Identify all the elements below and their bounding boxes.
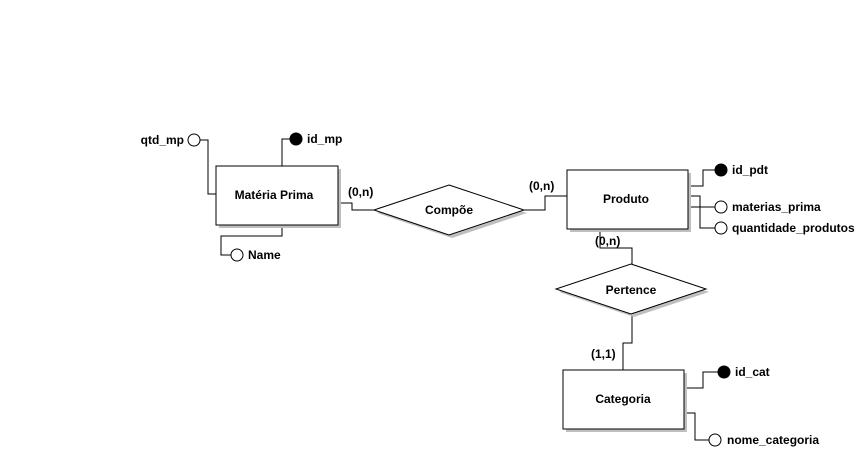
key-attribute-filled-circle-icon <box>714 163 728 177</box>
attribute-id-pdt[interactable]: id_pdt <box>714 163 768 177</box>
cardinality-pertence-produto: (0,n) <box>595 234 620 248</box>
connector-lines <box>200 138 718 441</box>
cardinality-compoe-produto: (0,n) <box>529 179 554 193</box>
attribute-materias-prima-label: materias_prima <box>732 200 821 214</box>
attribute-open-circle-icon <box>230 248 244 262</box>
relationship-pertence-label: Pertence <box>606 283 657 297</box>
attribute-quantidade-produtos[interactable]: quantidade_produtos <box>714 221 855 235</box>
attribute-qtd-mp[interactable]: qtd_mp <box>141 133 201 147</box>
cardinality-compoe-materia: (0,n) <box>348 185 373 199</box>
attribute-open-circle-icon <box>714 221 728 235</box>
attribute-open-circle-icon <box>714 200 728 214</box>
entity-materia-prima[interactable]: Matéria Prima <box>215 165 341 228</box>
entity-categoria[interactable]: Categoria <box>562 369 687 432</box>
attribute-id-pdt-label: id_pdt <box>732 163 768 177</box>
attribute-name-label: Name <box>248 248 281 262</box>
attribute-nome-categoria-label: nome_categoria <box>727 433 819 447</box>
attribute-nome-categoria[interactable]: nome_categoria <box>708 433 819 447</box>
entity-produto-label: Produto <box>603 192 649 206</box>
attribute-open-circle-icon <box>708 433 722 447</box>
attribute-id-cat[interactable]: id_cat <box>717 365 770 379</box>
attribute-id-mp[interactable]: id_mp <box>289 132 342 146</box>
attribute-materias-prima[interactable]: materias_prima <box>714 200 821 214</box>
relationship-pertence[interactable]: Pertence <box>554 263 709 317</box>
relationship-compoe[interactable]: Compõe <box>372 184 527 238</box>
relationship-compoe-label: Compõe <box>425 203 473 217</box>
attribute-id-mp-label: id_mp <box>307 132 342 146</box>
attribute-id-cat-label: id_cat <box>735 365 770 379</box>
attribute-name[interactable]: Name <box>230 248 281 262</box>
attribute-open-circle-icon <box>187 133 201 147</box>
attribute-qtd-mp-label: qtd_mp <box>141 133 184 147</box>
entity-materia-prima-label: Matéria Prima <box>235 188 314 202</box>
entity-produto[interactable]: Produto <box>566 169 691 232</box>
cardinality-pertence-categoria: (1,1) <box>591 347 616 361</box>
attribute-quantidade-produtos-label: quantidade_produtos <box>732 221 855 235</box>
key-attribute-filled-circle-icon <box>717 365 731 379</box>
key-attribute-filled-circle-icon <box>289 132 303 146</box>
entity-categoria-label: Categoria <box>595 392 651 406</box>
